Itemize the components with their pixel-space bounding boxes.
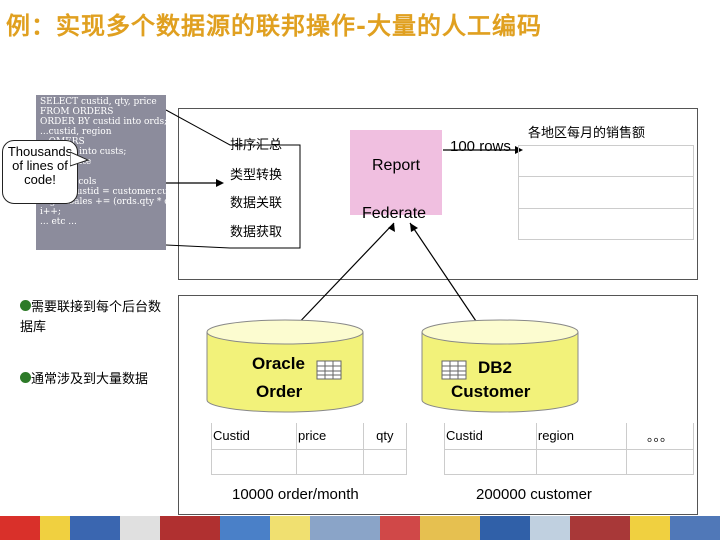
- decorative-footer-strip: [0, 516, 720, 540]
- db2-columns-table: Custid region 。。。: [444, 423, 694, 475]
- sales-table-title: 各地区每月的销售额: [528, 126, 646, 141]
- step-data-fetch: 数据获取: [230, 225, 283, 240]
- federation-box: [350, 130, 442, 215]
- callout-line-3: code!: [24, 172, 56, 187]
- db2-cylinder: [421, 319, 579, 413]
- report-label: Report: [372, 157, 421, 174]
- code-line: i++;: [40, 207, 61, 217]
- db2-label: DB2: [478, 358, 513, 377]
- code-line: ...custid into custs;: [40, 147, 127, 157]
- code-line: ORDER BY custid into ords;: [40, 117, 166, 127]
- step-data-join: 数据关联: [230, 196, 283, 211]
- column-header: region: [535, 423, 628, 450]
- table-icon: [316, 360, 342, 380]
- code-line: ...custid, region: [40, 127, 112, 137]
- oracle-columns-table: Custid price qty: [210, 423, 408, 475]
- federate-label: Federate: [362, 205, 427, 222]
- code-line: FROM ORDERS: [40, 107, 114, 117]
- bullet-item-2: 通常涉及到大量数据: [20, 370, 170, 390]
- column-header: Custid: [210, 423, 298, 450]
- bullet-dot-icon: [20, 372, 31, 383]
- bullet-item-1: 需要联接到每个后台数据库: [20, 300, 162, 335]
- sales-table: [518, 144, 694, 241]
- oracle-cylinder: [206, 319, 364, 413]
- step-type-convert: 类型转换: [230, 168, 283, 183]
- rows-count-label: 100 rows: [450, 138, 511, 155]
- page-title: 例：实现多个数据源的联邦操作-大量的人工编码: [6, 11, 542, 40]
- column-header: qty: [362, 423, 408, 450]
- oracle-label: Oracle: [252, 354, 305, 373]
- column-header: 。。。: [626, 423, 694, 450]
- table-icon: [441, 360, 467, 380]
- code-line: ...ords.custid = customer.custid: [40, 187, 166, 197]
- callout-tail: [70, 151, 90, 167]
- db2-volume: 200000 customer: [476, 486, 592, 503]
- callout-line-1: Thousands: [7, 144, 73, 159]
- db2-table-name: Customer: [451, 382, 531, 401]
- bullet-dot-icon: [20, 300, 31, 311]
- column-header: Custid: [444, 423, 537, 450]
- callout-line-2: of lines of: [12, 158, 68, 173]
- code-line: ... etc ...: [40, 217, 77, 227]
- oracle-table-name: Order: [256, 382, 303, 401]
- oracle-volume: 10000 order/month: [232, 486, 359, 503]
- thousands-callout: Thousands of lines of code!: [2, 140, 78, 204]
- code-line: SELECT custid, qty, price: [40, 97, 157, 107]
- step-sort-aggregate: 排序汇总: [230, 138, 283, 153]
- column-header: price: [296, 423, 364, 450]
- code-line: regionsales += (ords.qty * order.price): [40, 197, 166, 207]
